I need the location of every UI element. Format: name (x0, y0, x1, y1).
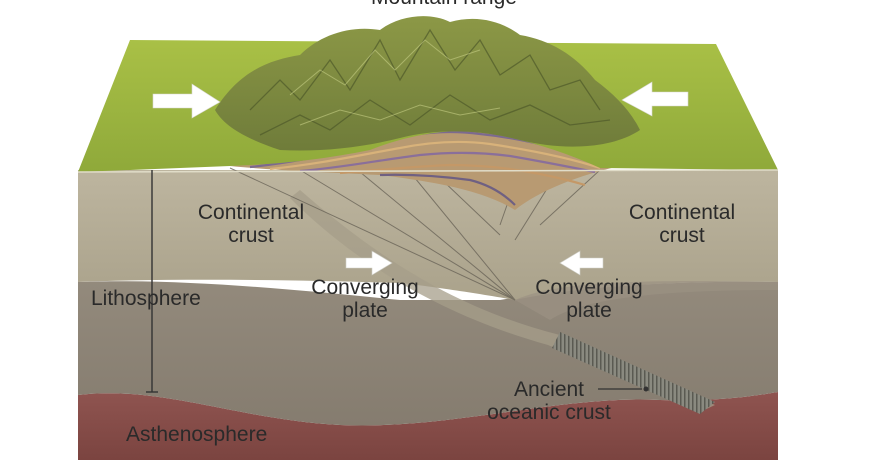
mountain-range (215, 16, 640, 151)
left-surface-arrow (152, 83, 221, 119)
right-surface-arrow (621, 81, 689, 117)
right-plate-arrow (559, 250, 604, 276)
oceanic-crust-leader-dot (643, 386, 649, 392)
mountain-ridges (249, 28, 611, 136)
mountain-highlights (289, 39, 501, 126)
right-plate-tongue (515, 281, 778, 320)
continental-crust-left-label: Continental crust (197, 201, 305, 247)
ancient-oceanic-crust-label: Ancient oceanic crust (487, 378, 611, 424)
converging-plate-right-label: Converging plate (535, 276, 643, 322)
mountain-range-label: Mountain range (364, 0, 524, 9)
lithosphere-bracket (146, 170, 158, 393)
asthenosphere-label: Asthenosphere (126, 423, 268, 446)
converging-plate-left-label: Converging plate (311, 276, 419, 322)
continental-crust-right-label: Continental crust (628, 201, 736, 247)
lithosphere-label: Lithosphere (91, 287, 201, 310)
left-plate-arrow (345, 250, 393, 276)
asthenosphere-layer (78, 392, 778, 460)
ancient-oceanic-crust-slab (552, 332, 715, 414)
block-edge (77, 169, 779, 173)
